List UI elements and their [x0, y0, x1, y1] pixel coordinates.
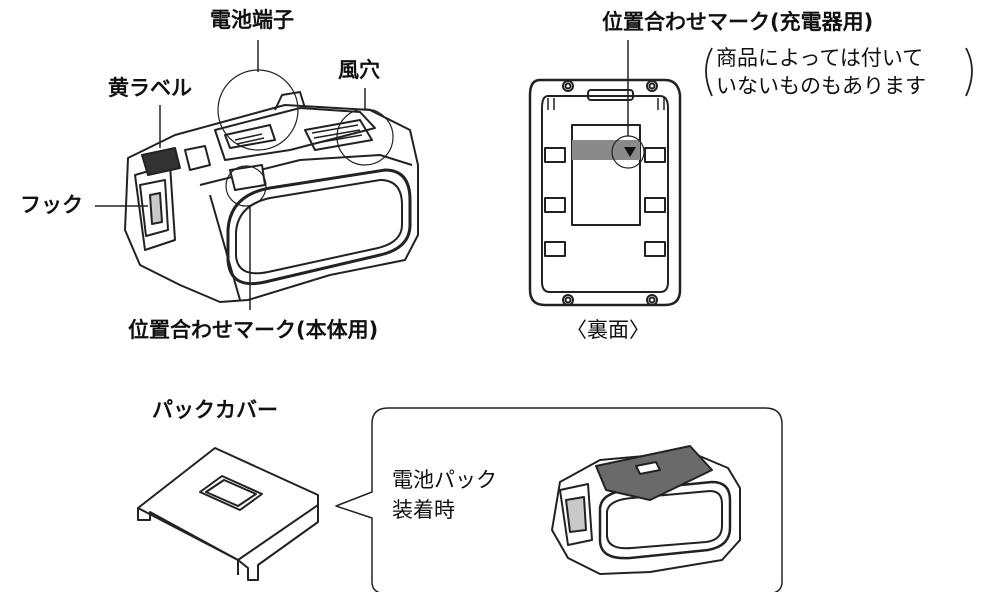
vent-label: 風穴 [338, 58, 380, 82]
note-close-paren [965, 47, 973, 97]
mark-charger-label: 位置合わせマーク(充電器用) [602, 10, 874, 34]
note-open-paren [705, 47, 713, 97]
terminal-label: 電池端子 [210, 8, 294, 32]
note-line1: 商品によっては付いて [716, 46, 924, 70]
mark-body-callout-circle [225, 165, 267, 207]
yellow-label-label: 黄ラベル [108, 76, 192, 100]
note-line2: いないものもあります [716, 74, 926, 98]
attached-line2: 装着時 [392, 498, 455, 522]
battery-attached-drawing [551, 445, 741, 575]
mark-body-label: 位置合わせマーク(本体用) [128, 318, 379, 342]
triangle-mark-icon [624, 147, 636, 157]
pack-cover-label: パックカバー [152, 398, 278, 422]
battery-main-drawing [124, 91, 419, 303]
mark-band [572, 140, 640, 160]
back-side-label: 〈裏面〉 [566, 318, 650, 342]
hook-label: フック [20, 193, 83, 217]
battery-back-drawing [528, 40, 682, 307]
pack-cover-drawing [137, 447, 319, 581]
attached-line1: 電池パック [392, 468, 497, 492]
